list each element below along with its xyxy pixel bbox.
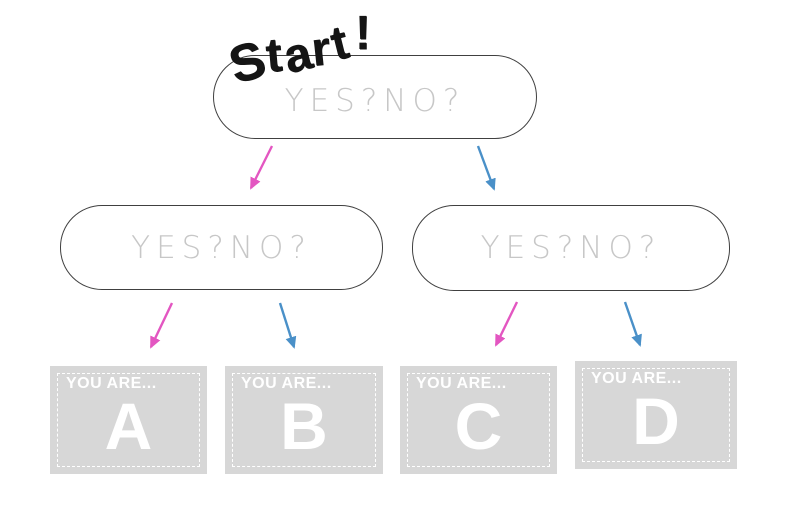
result-letter-a: A — [104, 389, 153, 463]
result-box-d: YOU ARE... D — [575, 361, 737, 469]
result-box-b: YOU ARE... B — [225, 366, 383, 474]
decision-node-left: YES?NO? — [60, 205, 383, 290]
result-prefix: YOU ARE... — [591, 370, 682, 387]
arrow-left-to-b-icon — [278, 302, 297, 349]
decision-label-right: YES?NO? — [480, 230, 662, 266]
result-box-c: YOU ARE... C — [400, 366, 557, 474]
arrow-root-to-right-icon — [476, 145, 496, 191]
result-letter-b: B — [280, 389, 328, 463]
decision-label-start: YES?NO? — [284, 83, 466, 119]
result-prefix: YOU ARE... — [66, 375, 157, 392]
arrow-root-to-left-icon — [249, 145, 274, 190]
decision-label-left: YES?NO? — [131, 229, 312, 266]
result-box-a: YOU ARE... A — [50, 366, 207, 474]
result-letter-c: C — [454, 389, 503, 463]
result-prefix: YOU ARE... — [241, 375, 332, 392]
decision-node-right: YES?NO? — [412, 205, 730, 291]
arrow-right-to-c-icon — [494, 301, 519, 347]
arrow-right-to-d-icon — [623, 301, 642, 347]
decision-node-start: YES?NO? — [213, 55, 537, 139]
result-letter-d: D — [632, 384, 680, 458]
result-prefix: YOU ARE... — [416, 375, 507, 392]
arrow-left-to-a-icon — [149, 302, 174, 349]
